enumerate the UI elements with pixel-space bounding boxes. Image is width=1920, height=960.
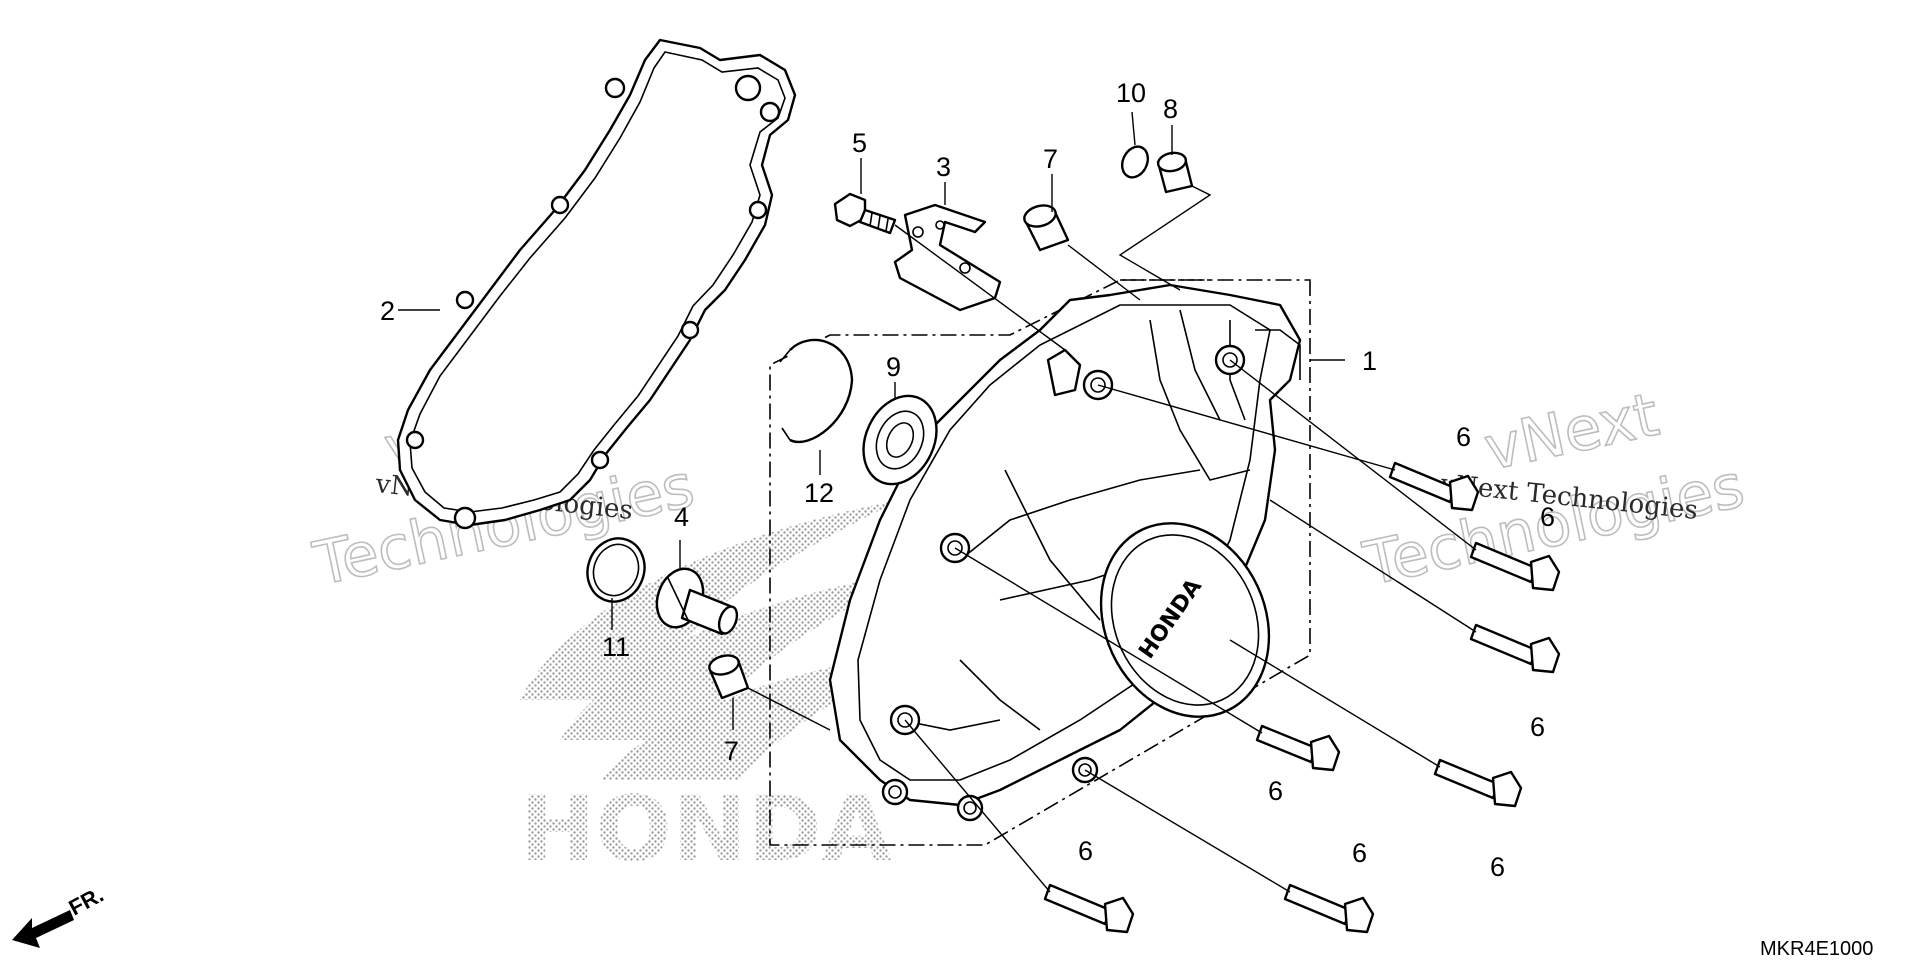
- callout-6: 6: [1352, 838, 1367, 868]
- crankcase-cover: HONDA: [828, 283, 1302, 822]
- o-ring: [586, 537, 646, 603]
- watermark-text: vNext: [1479, 380, 1665, 485]
- flange-bolt: [1255, 724, 1341, 772]
- bolt-small: [833, 192, 897, 235]
- callout-leaders: [398, 111, 1345, 730]
- callout-6: 6: [1490, 852, 1505, 882]
- arrow-icon: [12, 910, 74, 948]
- dowel-pin-upper: [1156, 151, 1194, 194]
- gasket: [396, 38, 797, 530]
- callout-3: 3: [936, 152, 951, 182]
- callout-7: 7: [724, 736, 739, 766]
- callout-11: 11: [602, 632, 630, 662]
- callout-10: 10: [1116, 78, 1146, 108]
- callout-6: 6: [1456, 422, 1471, 452]
- flange-bolt: [1469, 541, 1561, 592]
- flange-bolt: [1283, 883, 1375, 934]
- shaft-plug: [655, 567, 739, 636]
- front-direction-arrow: FR.: [12, 882, 108, 948]
- callout-8: 8: [1163, 94, 1178, 124]
- callout-5: 5: [852, 128, 867, 158]
- dowel-pin: [708, 654, 750, 700]
- flange-bolt: [1433, 758, 1523, 808]
- callout-6: 6: [1268, 776, 1283, 806]
- bracket: [893, 203, 1002, 312]
- callout-labels: 1 2 3 4 5 6 6 6 6 6 6 6 7 7 8 9 10 11 12: [380, 78, 1555, 882]
- callout-9: 9: [886, 352, 901, 382]
- oil-seal: [862, 394, 938, 486]
- callout-12: 12: [804, 478, 834, 508]
- snap-ring: [789, 338, 854, 443]
- guide-lines: [747, 185, 1477, 893]
- callout-7: 7: [1043, 144, 1058, 174]
- callout-6: 6: [1540, 502, 1555, 532]
- callout-2: 2: [380, 296, 395, 326]
- o-ring-small: [1120, 145, 1150, 179]
- diagram-code: MKR4E1000: [1760, 938, 1873, 960]
- flange-bolt: [1469, 623, 1561, 674]
- callout-6: 6: [1530, 712, 1545, 742]
- dowel-pin: [1023, 204, 1070, 252]
- flange-bolt: [1043, 883, 1135, 934]
- callout-4: 4: [674, 502, 689, 532]
- honda-emblem-disc: [1099, 522, 1271, 718]
- callout-6: 6: [1078, 836, 1093, 866]
- background-brand-text: HONDA: [520, 777, 892, 882]
- callout-1: 1: [1362, 346, 1377, 376]
- flange-bolt: [1388, 461, 1480, 512]
